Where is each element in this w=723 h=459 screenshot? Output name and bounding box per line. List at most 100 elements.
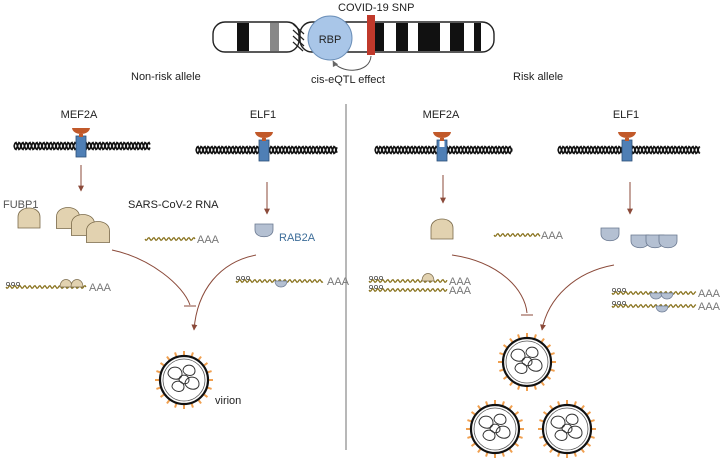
spike-protein — [485, 452, 489, 457]
spike-protein — [477, 448, 482, 454]
pathway-connectors — [111, 249, 615, 331]
centromere — [292, 23, 305, 52]
polya-tail-label: AAA — [449, 285, 472, 297]
rab2a-protein — [658, 234, 678, 249]
eqtl-arrow — [332, 55, 372, 71]
spike-protein — [467, 419, 472, 423]
dna-layer — [13, 128, 701, 162]
viral-genome — [527, 358, 543, 372]
rna-rab2a-bound-right-2: AAA — [611, 300, 721, 313]
spike-protein — [533, 334, 537, 339]
viral-genome — [550, 415, 566, 429]
promoter-box — [621, 139, 633, 162]
promotion-curve-right — [540, 264, 615, 331]
spike-protein — [508, 404, 513, 410]
promoter-box — [258, 139, 270, 162]
inhibition-curve-right — [451, 254, 528, 314]
rab2a-protein-bound — [655, 305, 669, 313]
protein-layer — [17, 207, 678, 249]
spike-protein — [573, 401, 577, 406]
spike-protein — [542, 411, 548, 416]
fubp1-protein — [86, 221, 110, 243]
spike-protein — [174, 403, 178, 408]
gene-label-mef2a-left: MEF2A — [61, 109, 98, 121]
polya-tail-label: AAA — [541, 230, 564, 242]
spike-protein — [517, 334, 521, 339]
spike-protein — [514, 442, 520, 447]
sars-rna-free-left: AAA — [144, 234, 220, 246]
spike-protein — [540, 337, 545, 343]
spike-protein — [509, 337, 514, 343]
chromosome-band — [375, 23, 384, 51]
rab2a-protein-bound — [274, 280, 288, 288]
spike-protein — [580, 448, 585, 454]
spike-protein — [190, 403, 194, 408]
fubp1-protein — [17, 207, 41, 229]
snp-marker — [367, 15, 375, 55]
rna-rab2a-bound-left: AAA — [235, 275, 350, 288]
spike-protein — [174, 352, 178, 357]
polya-tail-label: AAA — [327, 276, 350, 288]
spike-protein — [539, 435, 544, 439]
viral-genome — [521, 356, 533, 367]
spike-protein — [509, 381, 514, 387]
spike-protein — [557, 401, 561, 406]
virion — [466, 400, 524, 458]
virion — [538, 400, 596, 458]
right-panel-title: Risk allele — [513, 71, 563, 83]
viral-genome — [514, 362, 528, 374]
spike-protein — [159, 393, 165, 398]
polya-tail-label: AAA — [698, 301, 721, 313]
spike-protein — [550, 368, 555, 372]
sars-rna-label: SARS-CoV-2 RNA — [128, 199, 219, 211]
chromosome: COVID-19 SNP RBP cis-eQTL effect — [212, 2, 495, 86]
promotion-curve-left — [191, 254, 257, 331]
polya-tail-label: AAA — [698, 288, 721, 300]
polya-tail-label: AAA — [449, 276, 472, 288]
spike-protein — [485, 401, 489, 406]
spike-protein — [501, 401, 505, 406]
viral-genome — [167, 366, 183, 380]
rna-cap — [6, 281, 11, 286]
fubp1-protein — [430, 218, 454, 240]
spike-protein — [502, 344, 508, 349]
viral-genome — [565, 413, 579, 425]
viral-genome — [482, 429, 496, 441]
polya-tail-label: AAA — [89, 282, 112, 294]
rna-cap — [368, 284, 373, 289]
virion-layer — [155, 333, 596, 458]
sars-rna-free-right: AAA — [493, 230, 564, 242]
inhibition-curve-left — [111, 249, 191, 306]
fubp1-protein-bound — [70, 279, 84, 288]
transcription-factor-icon — [433, 132, 451, 138]
spike-protein — [514, 411, 520, 416]
spike-protein — [197, 355, 202, 361]
chromosome-band — [418, 23, 440, 51]
rab2a-protein — [600, 227, 620, 242]
spike-protein — [156, 370, 161, 374]
rna-cap — [612, 287, 617, 292]
rab2a-label: RAB2A — [279, 232, 316, 244]
left-panel-title: Non-risk allele — [131, 71, 201, 83]
chromosome-band — [396, 23, 408, 51]
rna-cap — [235, 275, 240, 280]
spike-protein — [470, 411, 476, 416]
promoter-mef2a-right — [433, 132, 451, 162]
spike-protein — [203, 362, 209, 367]
viral-genome — [554, 429, 568, 441]
spike-protein — [467, 435, 472, 439]
promoter-box — [75, 135, 87, 158]
spike-protein — [550, 352, 555, 356]
fubp1-protein-bound — [421, 273, 435, 282]
spike-protein — [533, 385, 537, 390]
rna-fubp1-bound-right-2: AAA — [368, 284, 472, 297]
spike-protein — [499, 368, 504, 372]
viral-genome — [525, 346, 539, 358]
rab2a-protein-bound — [660, 292, 674, 300]
spike-protein — [207, 386, 212, 390]
chromosome-band — [474, 23, 481, 51]
eqtl-label: cis-eQTL effect — [311, 74, 385, 86]
viral-genome — [493, 413, 507, 425]
